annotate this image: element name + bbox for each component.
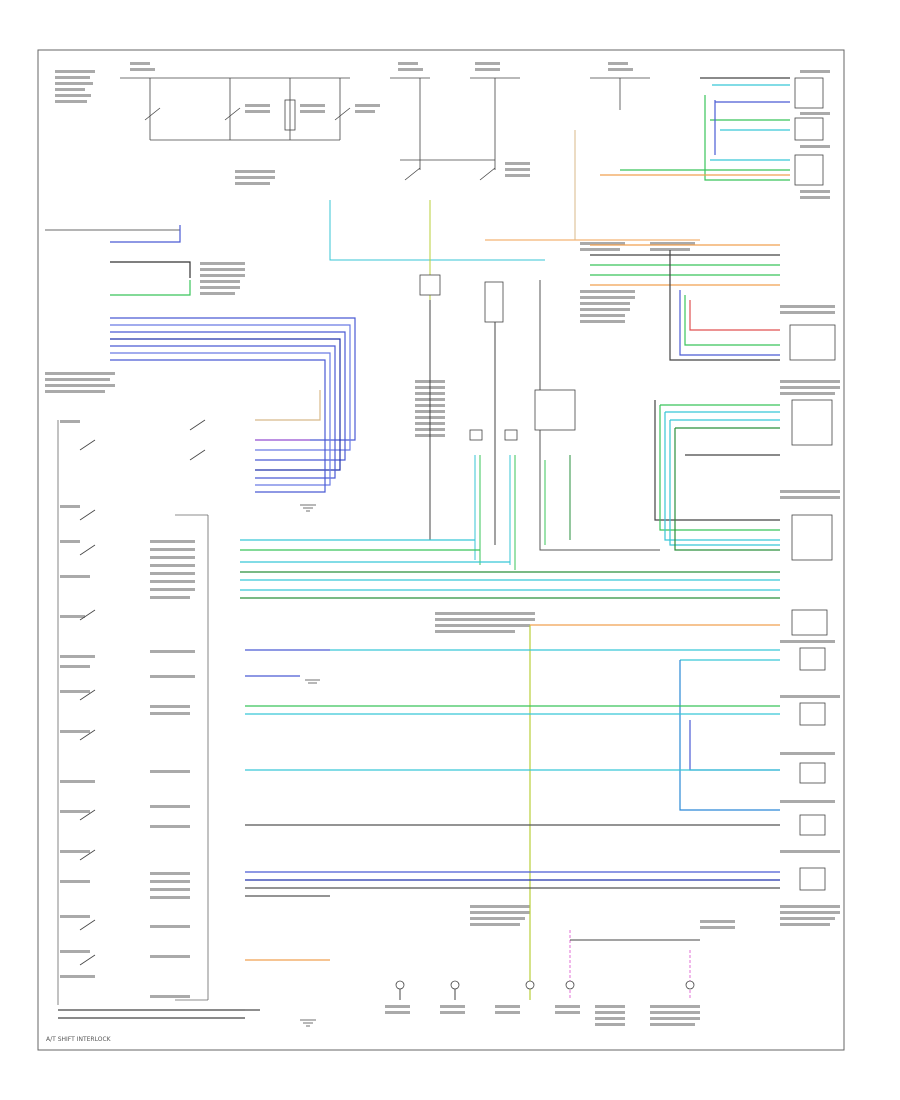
bottom-components (395, 980, 695, 990)
right-top-harness (600, 77, 790, 181)
pcm-module (57, 420, 209, 1005)
left-harness (45, 225, 356, 493)
diagram-footer-label: A/T SHIFT INTERLOCK (46, 1036, 111, 1043)
main-bus (58, 539, 780, 1019)
pcm-pin-labels (150, 540, 195, 998)
top-power-bus (120, 77, 650, 170)
label-clusters (45, 62, 735, 1026)
bottom-drops (399, 930, 700, 1000)
right-sensor-harness (654, 400, 780, 551)
right-component-labels (780, 70, 840, 926)
right-mid-harness (590, 244, 780, 361)
relay-icon (79, 419, 206, 966)
diagram-frame (37, 49, 845, 1051)
connector-icon (419, 274, 576, 441)
switch-icon (144, 99, 496, 181)
sensor-icon (789, 77, 836, 891)
center-harness (329, 130, 700, 570)
ground-icon (300, 504, 320, 1027)
